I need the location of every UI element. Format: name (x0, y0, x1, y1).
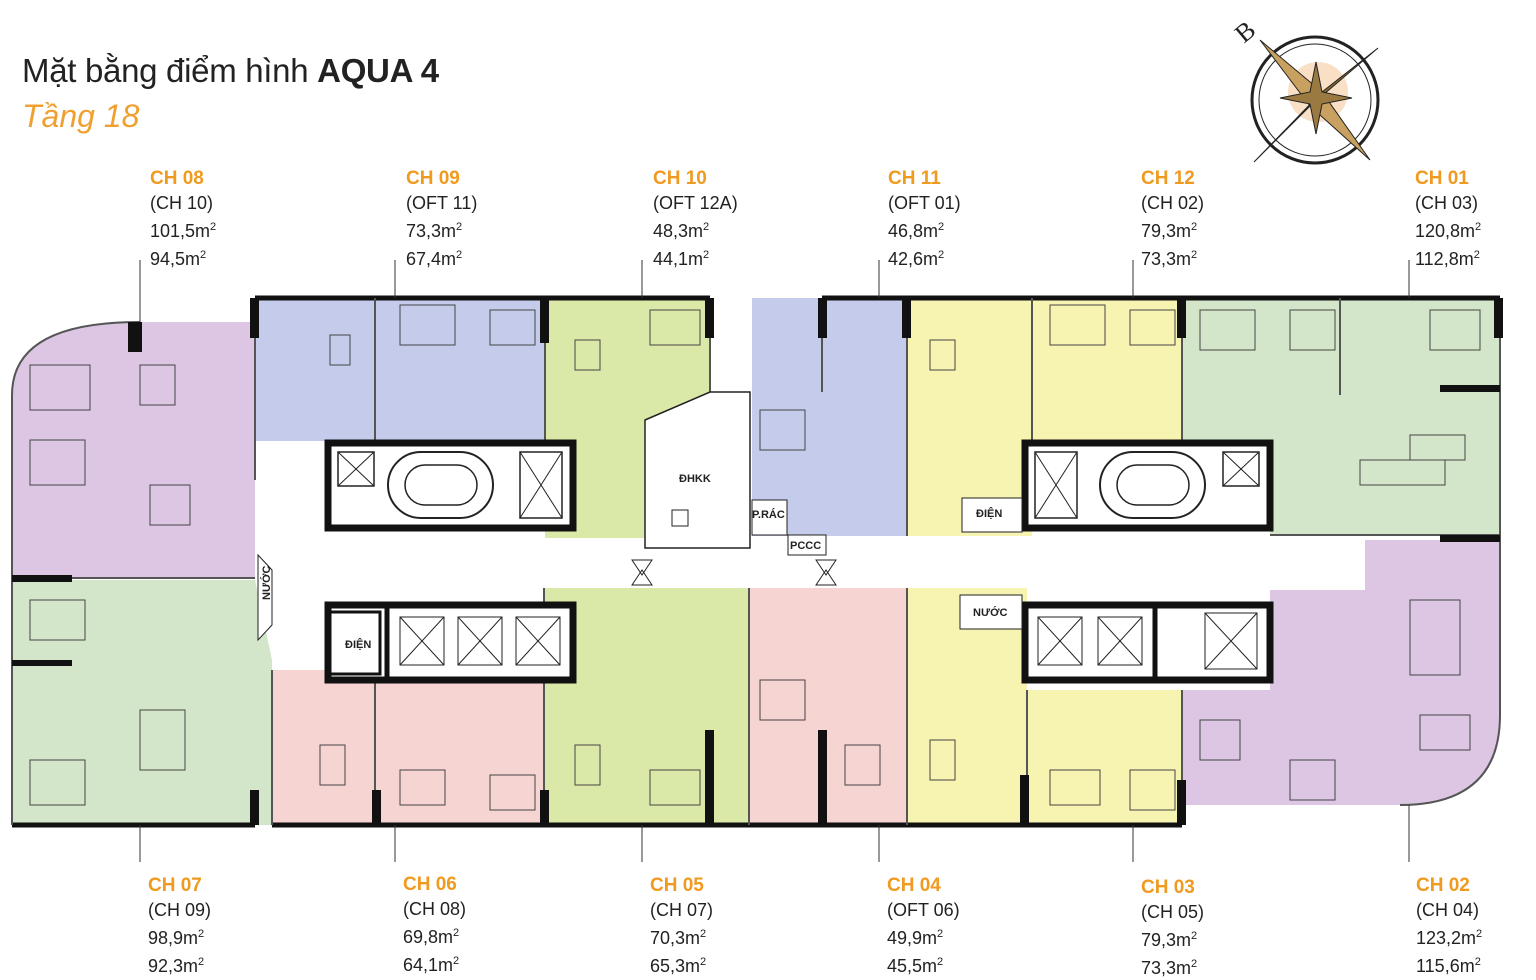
unit-label-ch03: CH 03 (CH 05) 79,3m2 73,3m2 (1141, 877, 1205, 978)
unit-ch11b-area (907, 298, 1032, 536)
right-lift-core (1021, 601, 1274, 684)
unit-label-ch11: CH 11 (OFT 01) 46,8m2 42,6m2 (888, 168, 961, 269)
north-letter: B (1229, 15, 1261, 48)
leader-lines (139, 260, 1410, 862)
unit-label-ch12: CH 12 (CH 02) 79,3m2 73,3m2 (1141, 168, 1205, 269)
room-prac: P.RÁC (752, 508, 785, 521)
unit-label-ch05: CH 05 (CH 07) 70,3m2 65,3m2 (650, 875, 714, 976)
left-stair-core (324, 439, 577, 532)
unit-ch08-area (12, 322, 255, 578)
unit-label-ch07: CH 07 (CH 09) 98,9m2 92,3m2 (148, 875, 212, 976)
furniture-hints (29, 304, 1481, 811)
right-stair-core (1021, 439, 1274, 532)
unit-ch12-area (1032, 298, 1182, 443)
unit-label-ch04: CH 04 (OFT 06) 49,9m2 45,5m2 (887, 875, 960, 976)
unit-label-ch08: CH 08 (CH 10) 101,5m2 94,5m2 (150, 168, 217, 269)
unit-label-ch02: CH 02 (CH 04) 123,2m2 115,6m2 (1416, 875, 1483, 976)
unit-ch06-area (272, 670, 544, 825)
unit-label-ch06: CH 06 (CH 08) 69,8m2 64,1m2 (403, 874, 467, 975)
room-dien-left: ĐIỆN (345, 638, 371, 651)
central-services (257, 391, 1023, 676)
room-nuoc-left: NƯỚC (260, 566, 273, 600)
page-title: Mặt bằng điểm hình AQUA 4 (22, 52, 439, 89)
unit-ch07-area (12, 580, 272, 825)
room-pccc: PCCC (790, 540, 821, 552)
compass-rose-icon: B (1229, 15, 1380, 165)
unit-label-ch10: CH 10 (OFT 12A) 48,3m2 44,1m2 (653, 168, 738, 269)
unit-ch11-area (752, 298, 907, 536)
structural-columns (12, 298, 1503, 825)
unit-label-ch09: CH 09 (OFT 11) 73,3m2 67,4m2 (406, 168, 478, 269)
floor-subtitle: Tầng 18 (22, 98, 140, 134)
room-nuoc-right: NƯỚC (973, 606, 1007, 619)
room-dien-right: ĐIỆN (976, 507, 1002, 520)
unit-ch01-area (1182, 298, 1500, 535)
unit-ch03-area (1027, 690, 1182, 825)
unit-areas (12, 298, 1500, 825)
room-dhkk: ĐHKK (679, 473, 711, 485)
outer-walls (12, 295, 1500, 828)
unit-label-ch01: CH 01 (CH 03) 120,8m2 112,8m2 (1415, 168, 1482, 269)
unit-ch04-area (749, 588, 907, 825)
